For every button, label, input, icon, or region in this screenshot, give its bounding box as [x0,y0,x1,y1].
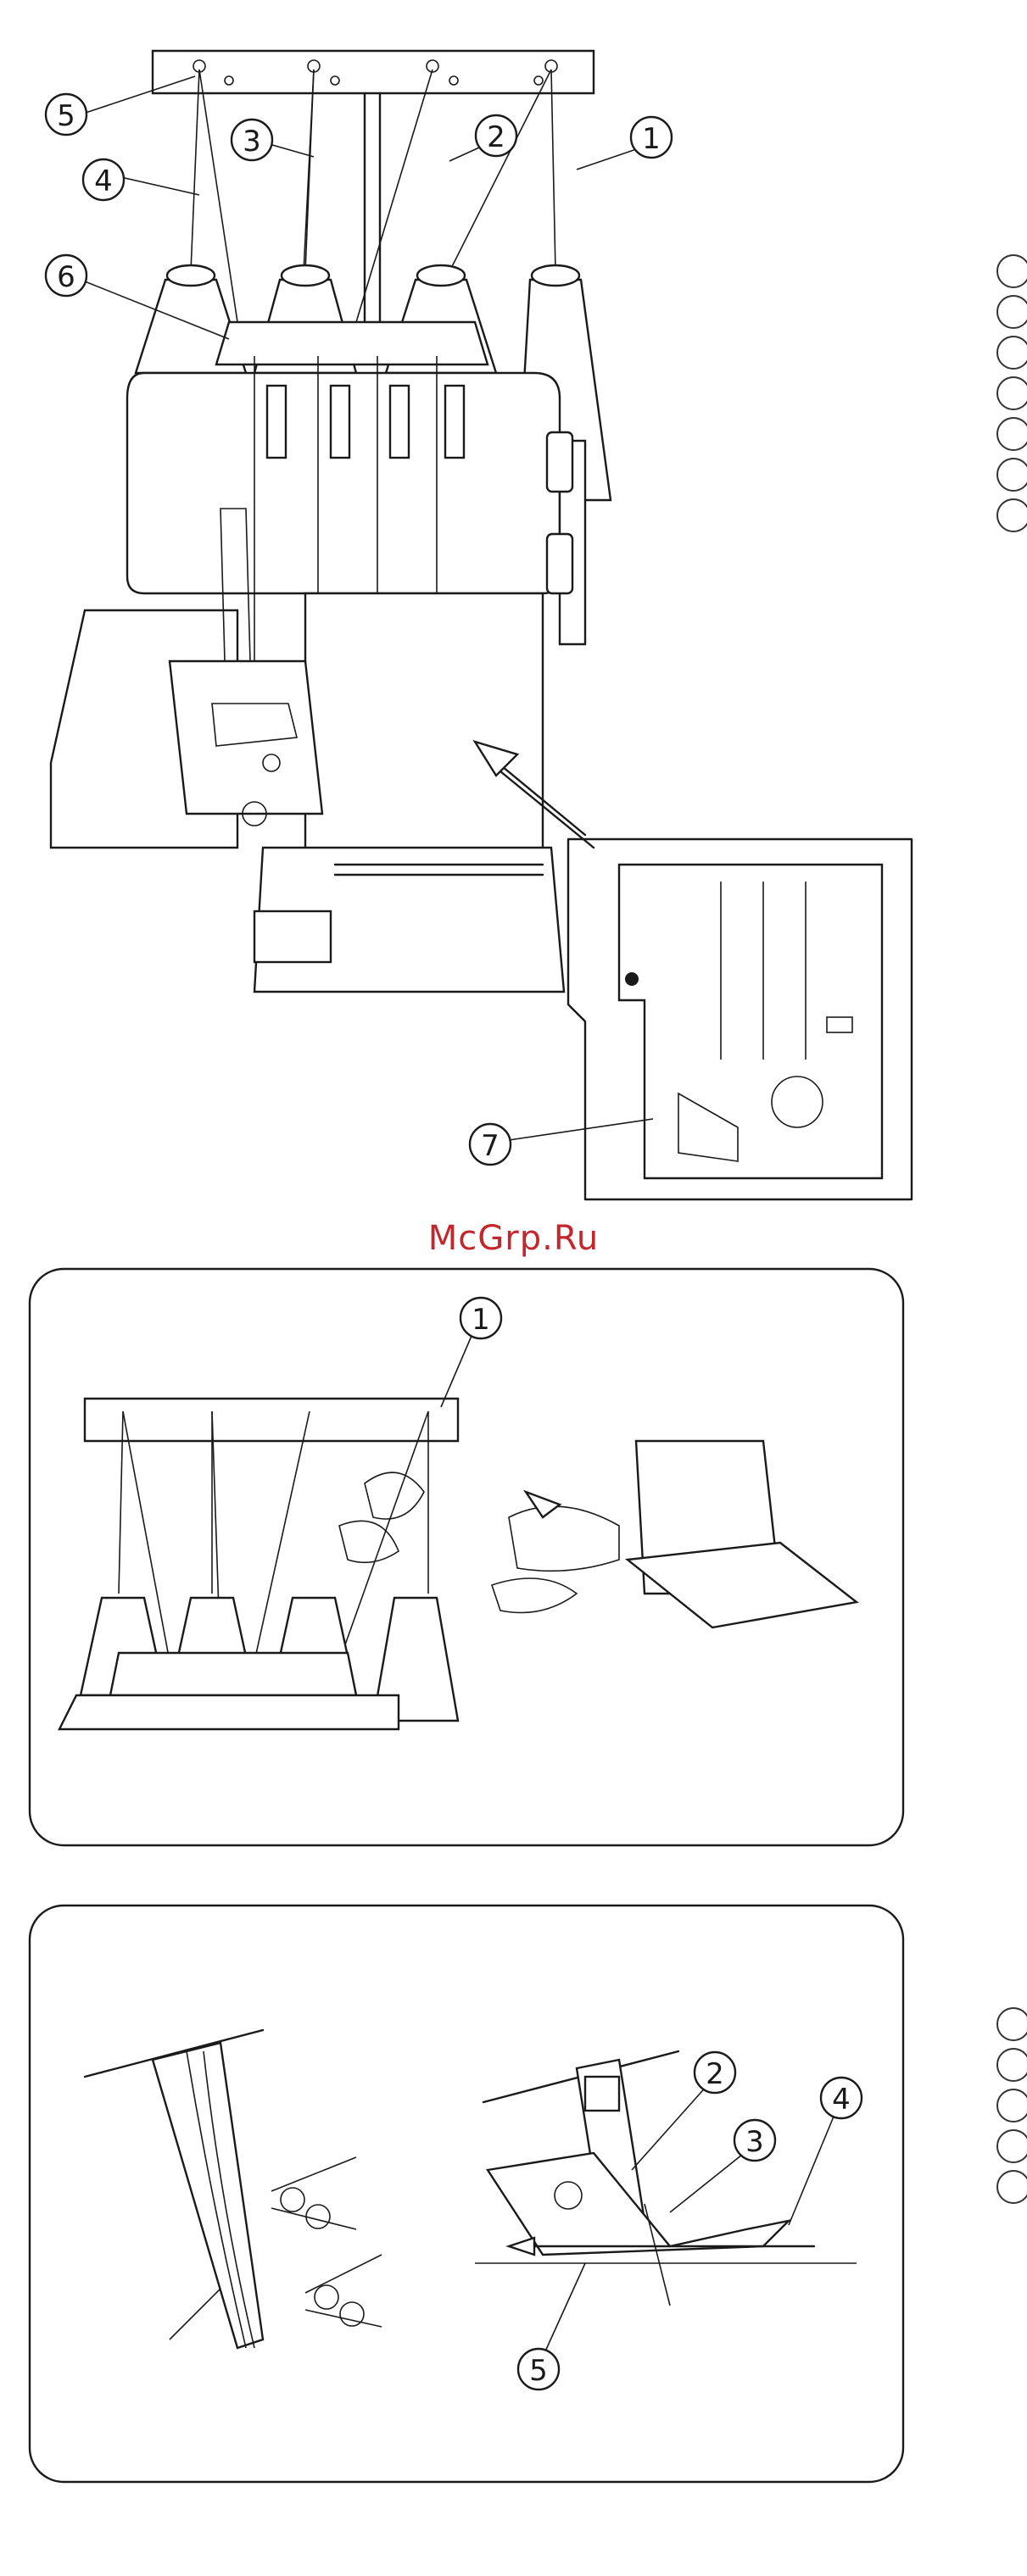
fig3-needle [645,2204,670,2306]
svg-text:4: 4 [94,164,113,198]
legend-circles-bottom [997,2008,1027,2203]
watermark-text: McGrp.Ru [0,1219,1027,1258]
svg-text:2: 2 [706,2057,724,2091]
legend-circles-top [997,255,1027,531]
thread-guide-bar [216,322,488,364]
fig2-callout-1: 1 [441,1298,501,1407]
pull-direction-arrow [526,1492,560,1517]
scissors-icon-upper [271,2157,356,2229]
svg-text:7: 7 [481,1129,500,1163]
figure3-frame [30,1906,903,2482]
svg-text:3: 3 [243,125,261,159]
callout-4: 4 [83,159,124,200]
svg-text:1: 1 [642,122,661,156]
handwheel-knob-bottom [547,534,572,593]
thread-paths [191,70,555,322]
fig2-presser-plate [628,1543,857,1627]
svg-text:2: 2 [487,120,505,154]
callout-2: 2 [476,115,516,156]
fig2-stand-bar [85,1399,458,1441]
svg-text:1: 1 [472,1303,490,1337]
thread-stand-bar [153,51,594,93]
fig3-callout-5: 5 [518,2263,585,2390]
callout-3: 3 [232,120,272,160]
fig2-machine-top [59,1695,399,1729]
fig3-clamp [585,2077,619,2111]
handwheel-knob-top [547,432,572,492]
callout-6: 6 [46,255,87,296]
figure-pull-threads: 1 [30,1269,903,1845]
looper-area [305,593,543,856]
fig3-callout-4: 4 [789,2078,862,2225]
callout-5: 5 [46,94,87,135]
fig2-guide-bar [110,1653,356,1695]
waste-tray [254,911,331,962]
needle-presser-assembly [170,661,322,814]
callout-1: 1 [631,117,672,158]
figure-cut-threads: 2 3 4 5 [30,1906,903,2482]
svg-text:3: 3 [745,2125,764,2159]
svg-text:5: 5 [57,99,75,133]
fig2-thread-paths [119,1411,428,1661]
fig3-callout-3: 3 [670,2120,775,2212]
callout-7: 7 [470,1124,511,1165]
fig3-callout-2: 2 [632,2052,735,2170]
svg-text:6: 6 [57,260,75,294]
svg-text:4: 4 [832,2083,851,2117]
inset-marker-dot [625,972,639,986]
scissors-icon-lower [305,2255,382,2327]
figure-machine-threading: 1 2 3 4 5 6 7 [46,51,912,1199]
fig2-hands-left [339,1472,424,1562]
inset-machine-view [619,865,882,1178]
svg-text:5: 5 [529,2354,548,2388]
fig2-hand-pulling [492,1506,619,1612]
